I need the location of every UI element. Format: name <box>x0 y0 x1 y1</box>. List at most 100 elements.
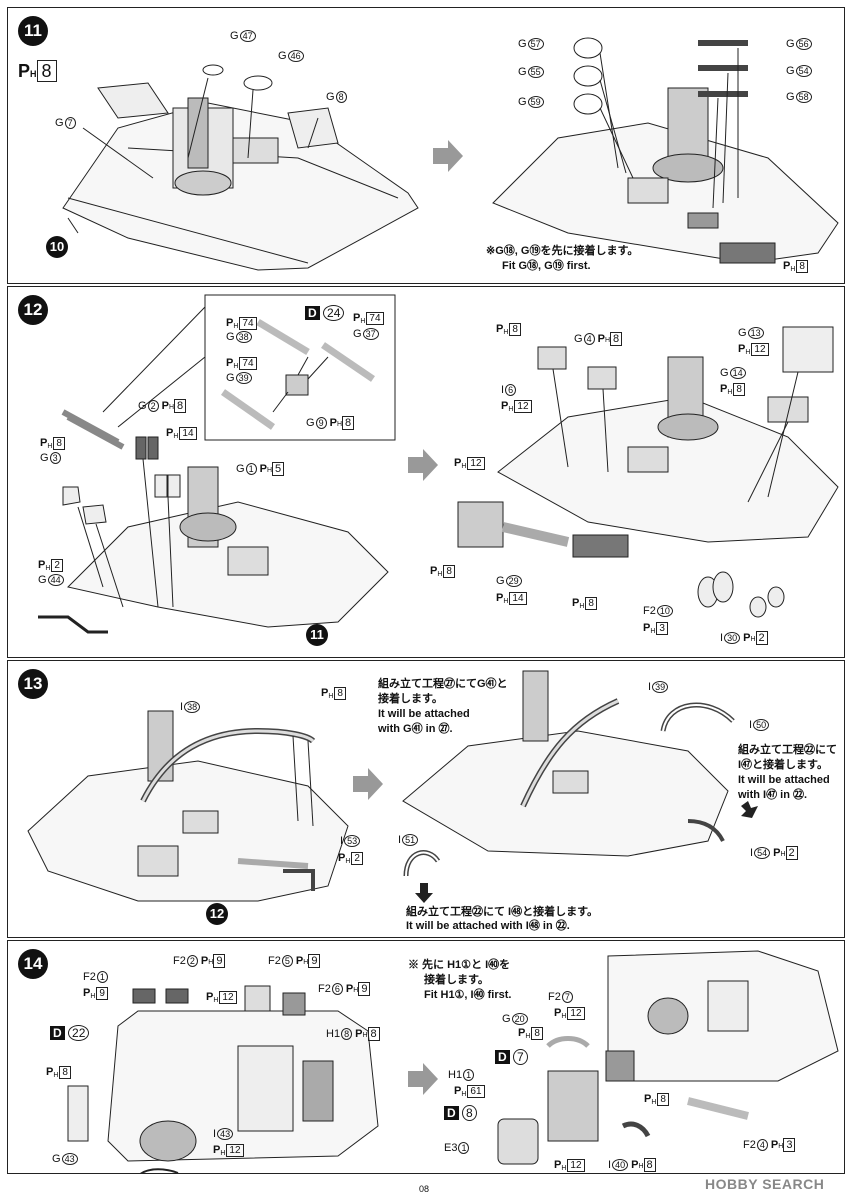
decal-d24: D 24 <box>305 305 345 321</box>
ref-step-11: 11 <box>306 624 328 646</box>
decal-d8: D 8 <box>444 1105 477 1121</box>
step-13-drawing <box>27 670 758 903</box>
note2-en2: with I㊼ in ㉒. <box>738 789 808 801</box>
step-12-panel: 12 <box>7 286 845 658</box>
note-fit-first-jp: ※G⑱, G⑲を先に接着します。 <box>486 245 639 257</box>
page-number: 08 <box>419 1184 430 1194</box>
step-number-11: 11 <box>18 16 48 46</box>
ref-step-12: 12 <box>206 903 228 925</box>
note2-jp2: I㊼と接着します。 <box>738 759 828 771</box>
step-14-drawing <box>67 950 839 1173</box>
note-14-en: Fit H1①, I㊵ first. <box>424 989 512 1001</box>
step-number-12: 12 <box>18 295 48 325</box>
note1-en2: with G㊶ in ㉗. <box>378 723 453 735</box>
step-12-drawing <box>38 294 839 634</box>
step-number-14: 14 <box>18 949 48 979</box>
note2-jp: 組み立て工程㉒にて <box>738 744 837 756</box>
note-14-jp: ※ 先に H1①と I㊵を <box>408 959 511 971</box>
step-11-drawing <box>62 37 839 271</box>
note1-en1: It will be attached <box>378 708 470 720</box>
note-14-jp2: 接着します。 <box>424 974 489 986</box>
note2-en1: It will be attached <box>738 774 830 786</box>
decal-d22: D 22 <box>50 1025 90 1041</box>
note3-jp: 組み立て工程㉒にて I㊽と接着します。 <box>406 906 599 918</box>
step-number-13: 13 <box>18 669 48 699</box>
note1-jp2: 接着します。 <box>378 693 443 705</box>
note1-jp: 組み立て工程㉗にてG㊶と <box>378 678 508 690</box>
decal-d7: D 7 <box>495 1049 528 1065</box>
watermark-logo: HOBBY SEARCH <box>705 1176 825 1192</box>
note3-en: It will be attached with I㊽ in ㉒. <box>406 920 570 932</box>
note-fit-first-en: Fit G⑱, G⑲ first. <box>502 260 591 272</box>
ref-step-10: 10 <box>46 236 68 258</box>
